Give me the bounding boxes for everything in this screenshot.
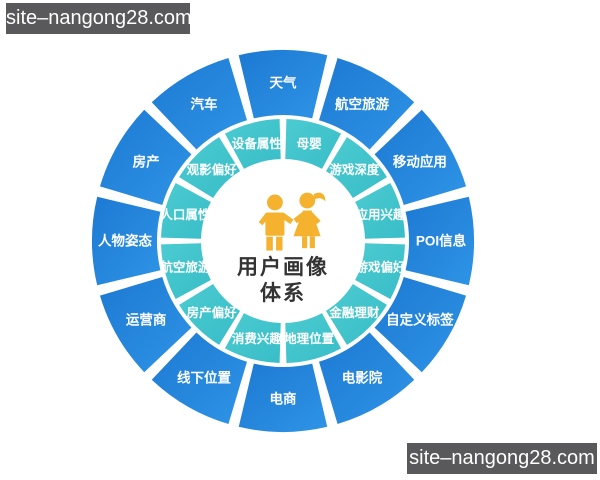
wheel-segment-outer-1 (318, 57, 415, 150)
wheel-segment-outer-0 (238, 50, 328, 119)
segment-label-outer-4: 自定义标签 (386, 312, 454, 328)
wheel-segment-inner-11 (224, 119, 281, 169)
segment-label-inner-3: 游戏偏好 (356, 260, 407, 275)
watermark-top-left: site–nangong28.com (6, 3, 192, 34)
wheel-segment-inner-4 (325, 283, 387, 345)
wheel-segment-inner-0 (285, 119, 342, 169)
wheel-segment-outer-3 (405, 196, 475, 286)
segment-label-outer-1: 航空旅游 (335, 96, 389, 112)
segment-label-inner-0: 母婴 (297, 137, 323, 151)
segment-label-outer-11: 汽车 (191, 96, 218, 112)
wheel-segment-inner-6 (224, 313, 281, 363)
segment-label-inner-9: 人口属性 (160, 207, 211, 222)
couple-icon-shapes (258, 192, 326, 251)
segment-label-outer-6: 电商 (270, 391, 297, 407)
wheel-segment-inner-5 (285, 313, 342, 363)
watermark-bottom-right: site–nangong28.com (407, 443, 597, 474)
wheel-segment-outer-10 (99, 109, 192, 206)
center-title: 用户画像 体系 (237, 255, 329, 308)
segment-label-outer-10: 房产 (133, 154, 160, 170)
wheel-segment-outer-2 (374, 109, 467, 206)
rings: 天气航空旅游移动应用POI信息自定义标签电影院电商线下位置运营商人物姿态房产汽车… (91, 50, 475, 432)
wheel-segment-inner-2 (355, 182, 405, 239)
wheel-segment-inner-9 (161, 182, 211, 239)
wheel-segment-outer-5 (318, 332, 415, 425)
center-title-line2: 体系 (260, 282, 306, 305)
segment-label-inner-1: 游戏深度 (329, 162, 380, 177)
wheel-segment-outer-8 (99, 276, 192, 373)
wheel-segment-outer-11 (151, 57, 248, 150)
segment-label-outer-8: 运营商 (126, 312, 167, 328)
segment-label-outer-3: POI信息 (416, 233, 467, 249)
wheel-segment-outer-4 (374, 276, 467, 373)
wheel-segment-inner-3 (355, 243, 405, 300)
segment-label-outer-9: 人物姿态 (98, 233, 152, 249)
segment-label-inner-7: 房产偏好 (187, 305, 238, 320)
segment-label-inner-5: 地理位置 (284, 331, 335, 346)
segment-label-outer-7: 线下位置 (177, 370, 231, 386)
wheel-segment-inner-1 (325, 137, 387, 199)
segment-label-outer-2: 移动应用 (393, 154, 447, 170)
segment-label-inner-4: 金融理财 (328, 305, 380, 320)
segment-label-outer-5: 电影院 (342, 370, 383, 386)
wheel-segment-inner-8 (161, 243, 211, 300)
wheel-segment-inner-10 (179, 137, 241, 199)
segment-label-inner-10: 观影偏好 (187, 162, 238, 177)
segment-label-inner-2: 应用兴趣 (356, 207, 407, 222)
wheel-segment-outer-7 (151, 332, 248, 425)
wheel-segment-outer-6 (238, 363, 328, 432)
center-title-line1: 用户画像 (237, 255, 329, 279)
wheel-segment-outer-9 (91, 196, 161, 286)
segment-label-inner-6: 消费兴趣 (232, 331, 283, 346)
center-circle (203, 161, 363, 321)
segment-label-inner-8: 航空旅游 (160, 260, 211, 275)
man-woman-couple-icon (258, 192, 326, 251)
segment-label-outer-0: 天气 (270, 75, 297, 91)
wheel-segment-inner-7 (179, 283, 241, 345)
segment-label-inner-11: 设备属性 (232, 136, 283, 151)
